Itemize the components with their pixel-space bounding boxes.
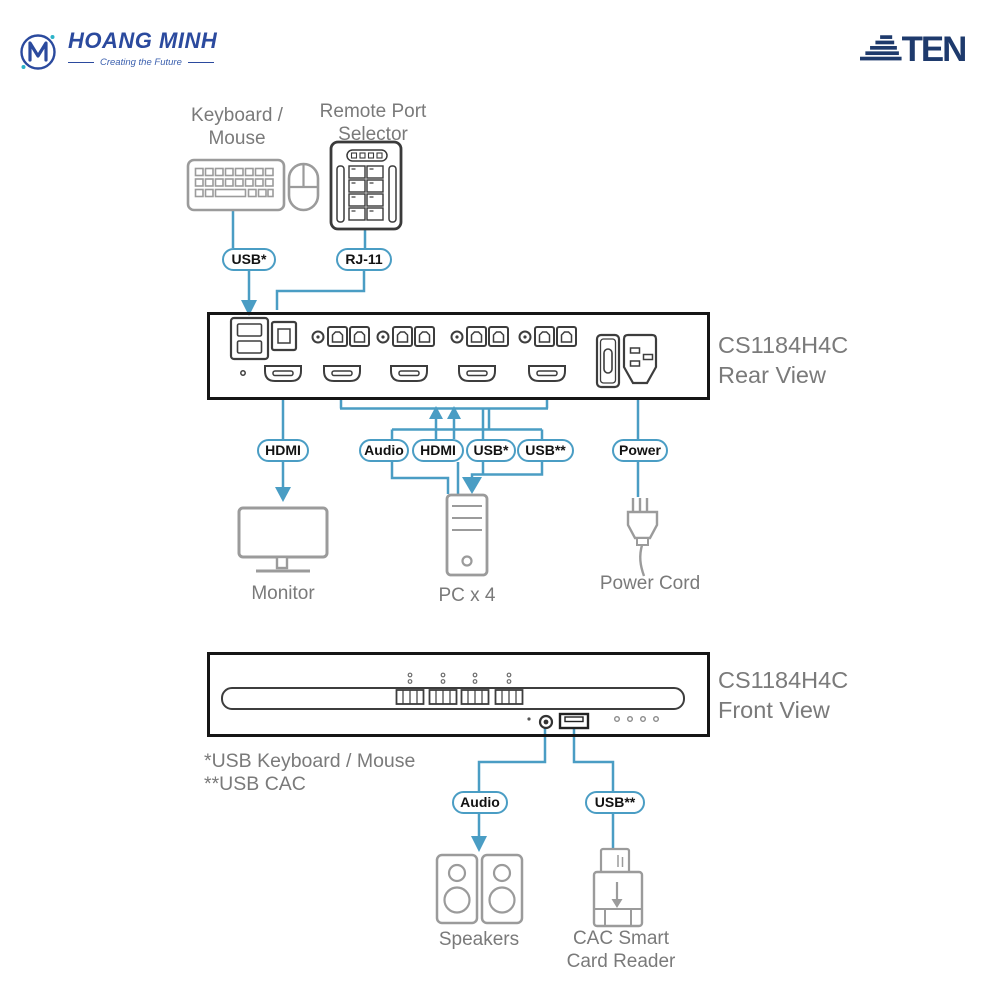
keyboard-mouse-label: Keyboard / Mouse <box>191 105 283 150</box>
front-port-button-1 <box>395 689 425 705</box>
front-view-caption: CS1184H4C Front View <box>718 666 848 725</box>
front-panel-ports <box>221 672 685 730</box>
cable-label-power: Power <box>612 439 668 462</box>
arrow-up-into-switch-2 <box>447 406 461 419</box>
tagline-dash-left <box>68 62 94 63</box>
front-audio-jack <box>538 714 554 730</box>
rear-pinhole <box>240 370 246 376</box>
rear-pc4-ports <box>518 326 577 347</box>
tagline-dash-right <box>187 62 214 63</box>
arrow-into-pc <box>462 477 482 494</box>
front-led-pair-2 <box>440 672 446 684</box>
pc-label: PC x 4 <box>438 585 496 606</box>
front-port-button-4 <box>494 689 524 705</box>
keyboard-icon <box>186 158 286 212</box>
arrow-into-monitor <box>275 487 291 502</box>
front-port-button-3 <box>460 689 490 705</box>
power-plug-icon <box>626 498 659 577</box>
rear-power-switch <box>595 333 621 389</box>
cable-label-audio-front: Audio <box>452 791 508 814</box>
front-led-pair-4 <box>506 672 512 684</box>
front-led-pair-3 <box>472 672 478 684</box>
rear-hdmi-pc1 <box>323 365 361 382</box>
brand-tagline: Creating the Future <box>100 57 182 68</box>
arrow-up-into-switch-1 <box>429 406 443 419</box>
front-usb-port <box>558 712 590 730</box>
remote-selector-label: Remote Port Selector <box>319 101 427 146</box>
cac-card-reader-icon <box>592 847 644 928</box>
power-cord-label: Power Cord <box>599 573 701 594</box>
rear-pc1-ports <box>311 326 370 347</box>
cable-label-usb-keyboard: USB* <box>222 248 276 271</box>
rear-hdmi-pc2 <box>390 365 428 382</box>
cable-label-usb-cac-front: USB** <box>585 791 645 814</box>
front-led-pair-1 <box>407 672 413 684</box>
cable-label-hdmi-monitor: HDMI <box>257 439 309 462</box>
aten-logo: TEN <box>860 29 974 72</box>
hoangminh-logo: HOANG MINH Creating the Future <box>16 28 217 74</box>
front-model: CS1184H4C <box>718 667 849 693</box>
rear-hdmi-pc3 <box>458 365 496 382</box>
front-status-leds <box>614 716 660 723</box>
front-view-label: Front View <box>718 696 830 723</box>
speakers-label: Speakers <box>438 929 520 950</box>
aten-logo-icon: TEN <box>860 30 967 69</box>
rear-usb-console-port <box>229 316 270 361</box>
cable-label-usb-pc: USB* <box>466 439 516 462</box>
cable-label-usb-cac-pc: USB** <box>517 439 574 462</box>
rear-view-caption: CS1184H4C Rear View <box>718 331 848 390</box>
cable-label-rj11: RJ-11 <box>336 248 392 271</box>
brand-name: HOANG MINH <box>68 28 218 53</box>
kvm-front-panel <box>207 652 710 737</box>
rear-view-label: Rear View <box>718 361 826 388</box>
footnote-usb: *USB Keyboard / Mouse <box>204 750 416 772</box>
mouse-icon <box>287 162 320 212</box>
cable-label-audio-pc: Audio <box>359 439 409 462</box>
front-port-button-2 <box>428 689 458 705</box>
cable-label-hdmi-pc: HDMI <box>412 439 464 462</box>
rear-hdmi-console <box>264 365 302 382</box>
aten-logo-text: TEN <box>902 30 966 67</box>
speakers-icon <box>435 853 524 925</box>
monitor-label: Monitor <box>251 583 315 604</box>
rear-power-inlet <box>622 333 658 385</box>
rear-pc2-ports <box>376 326 435 347</box>
kvm-rear-panel <box>207 312 710 400</box>
footnote-cac: **USB CAC <box>204 773 306 795</box>
rear-hdmi-pc4 <box>528 365 566 382</box>
rear-model: CS1184H4C <box>718 332 849 358</box>
rear-rj11-port <box>270 320 298 352</box>
remote-port-selector-icon <box>329 140 403 231</box>
front-pinhole <box>527 717 531 721</box>
pc-icon <box>445 493 489 577</box>
hoangminh-emblem-icon <box>20 34 56 70</box>
cac-reader-label: CAC Smart Card Reader <box>566 928 676 973</box>
arrow-into-speakers <box>471 836 487 852</box>
rear-pc3-ports <box>450 326 509 347</box>
rear-panel-ports <box>229 316 658 389</box>
monitor-icon <box>237 506 329 573</box>
